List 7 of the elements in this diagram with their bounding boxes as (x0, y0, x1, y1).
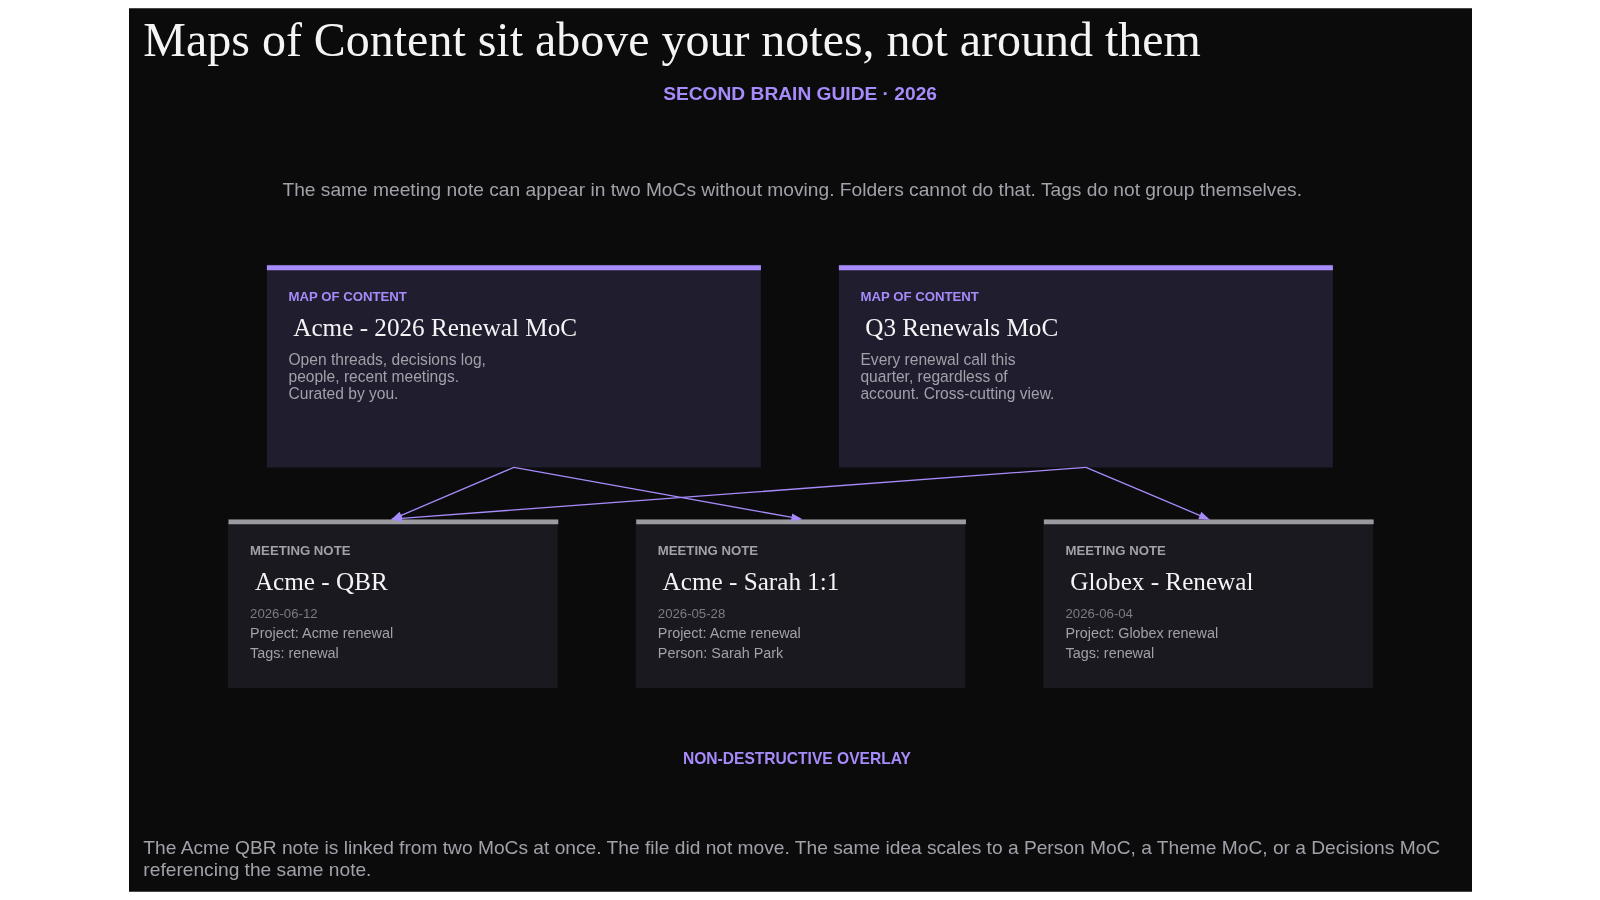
diagram-title: Maps of Content sit above your notes, not around them (142, 13, 1201, 67)
label: The same meeting note can appear in two MoCs without moving. Folders cannot do that. Tags do not group themselves. (281, 179, 1302, 201)
label: The Acme QBR note is linked from two MoCs at once. The file did not move. The same idea scales to a Person MoC, a Theme MoC, or a Decisions MoC referencing the same note. (142, 837, 1440, 881)
label: SECOND BRAIN GUIDE · 2026 (662, 83, 937, 105)
arrow (512, 466, 802, 522)
arrow (1084, 466, 1210, 520)
label: NON-DESTRUCTIVE OVERLAY (682, 750, 911, 768)
